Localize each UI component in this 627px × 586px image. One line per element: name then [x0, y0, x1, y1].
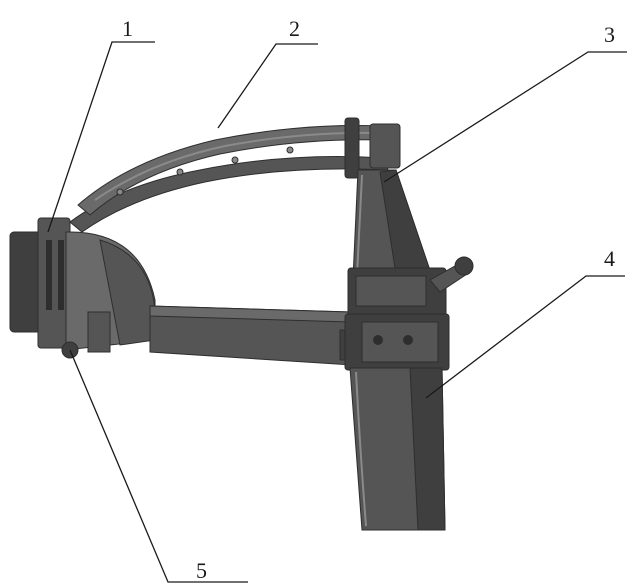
horizontal-beam: [149, 305, 363, 366]
arm-bolts: [116, 146, 294, 196]
callout-3: 3: [604, 22, 615, 47]
left-hub: [9, 217, 156, 359]
curved-arm-assembly: [69, 117, 401, 233]
callout-1: 1: [122, 16, 133, 41]
leader-4: [425, 275, 625, 399]
callout-labels: 1 2 3 4 5: [122, 16, 615, 583]
hub-mid-plate: [37, 217, 71, 349]
clamp-plate-face: [361, 321, 439, 363]
shank-shade: [409, 367, 446, 531]
hub-bracket: [87, 311, 111, 353]
curved-arm-highlight: [94, 131, 376, 201]
callout-4: 4: [604, 246, 615, 271]
arm-end-clamp-2: [369, 123, 401, 169]
leader-2: [217, 43, 318, 129]
lower-clamp-plate: [344, 313, 450, 371]
hub-slot-1: [46, 240, 52, 310]
mechanism-assembly: [9, 117, 474, 531]
clamp-bolt-1: [373, 335, 383, 345]
clamp-bolt-2: [403, 335, 413, 345]
mount-block-face: [355, 275, 427, 307]
callout-2: 2: [289, 16, 300, 41]
vertical-shank: [349, 367, 446, 531]
arm-end-clamp: [344, 117, 360, 179]
hub-slot-2: [58, 240, 64, 310]
leader-3: [383, 51, 627, 183]
mount-block: [347, 256, 474, 317]
leader-lines: [47, 41, 627, 583]
callout-5: 5: [196, 558, 207, 583]
adjusting-screw-knob: [454, 256, 474, 276]
shank-edge-hl: [355, 371, 367, 527]
leader-5: [69, 349, 248, 583]
leader-1: [47, 41, 155, 233]
